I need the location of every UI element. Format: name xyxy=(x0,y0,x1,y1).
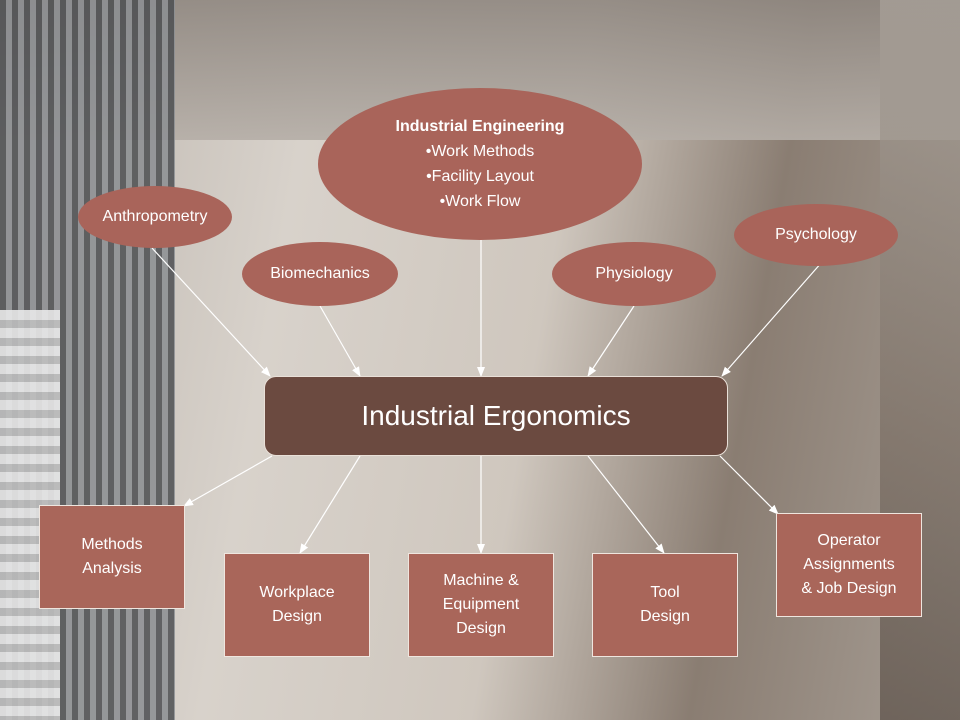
ie-item-facility-layout: •Facility Layout xyxy=(426,168,534,185)
biomechanics-node: Biomechanics xyxy=(242,242,398,306)
arrow-tool-design xyxy=(587,455,665,554)
ie-item-work-methods: •Work Methods xyxy=(425,143,535,160)
tool-design-node: Tool Design xyxy=(592,553,738,657)
arrow-operator-assignments xyxy=(719,455,779,515)
arrow-methods-analysis xyxy=(183,455,273,507)
anthropometry-node: Anthropometry xyxy=(78,186,232,248)
workplace-design-node: Workplace Design xyxy=(224,553,370,657)
industrial-engineering-title: Industrial Engineering xyxy=(395,118,565,135)
machine-equipment-design-node: Machine & Equipment Design xyxy=(408,553,554,657)
arrow-anthropometry xyxy=(151,247,271,377)
ie-item-work-flow: •Work Flow xyxy=(439,193,521,210)
operator-assignments-node: Operator Assignments & Job Design xyxy=(776,513,922,617)
physiology-node: Physiology xyxy=(552,242,716,306)
arrow-physiology xyxy=(587,305,635,377)
arrow-workplace-design xyxy=(299,455,361,554)
industrial-ergonomics-node: Industrial Ergonomics xyxy=(264,376,728,456)
industrial-engineering-node: Industrial Engineering •Work Methods •Fa… xyxy=(318,88,642,240)
arrow-biomechanics xyxy=(319,305,361,377)
psychology-node: Psychology xyxy=(734,204,898,266)
arrow-psychology xyxy=(721,261,823,377)
methods-analysis-node: Methods Analysis xyxy=(39,505,185,609)
